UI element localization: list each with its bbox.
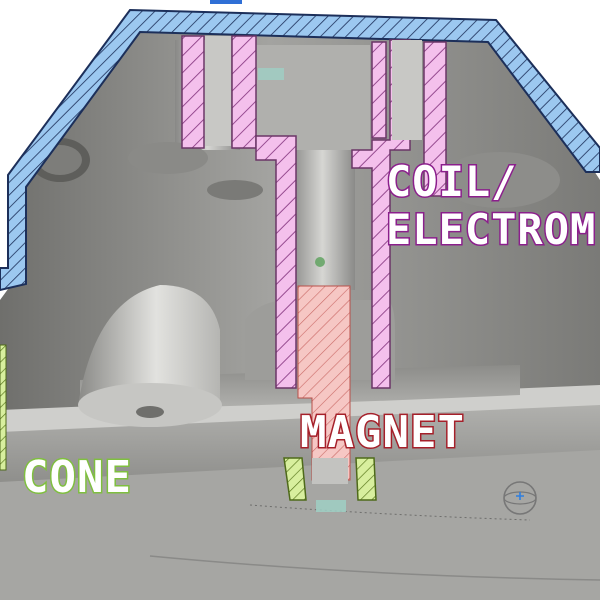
orbit-icon[interactable] — [503, 481, 537, 515]
coil-left-inner — [231, 35, 257, 149]
cylindrical-post — [78, 285, 220, 405]
cone-label: CONE — [21, 451, 133, 505]
right-screw — [392, 40, 422, 140]
magnet-label: MAGNET — [299, 406, 466, 460]
coil-label: COIL/ ELECTROM — [384, 156, 597, 255]
upper-pole — [255, 45, 370, 150]
post-hole — [136, 406, 164, 418]
left-screw — [205, 36, 231, 146]
center-recess — [207, 180, 263, 200]
magnet-seat — [312, 458, 348, 484]
left-boss-base — [128, 142, 208, 174]
center-shaft — [290, 150, 355, 290]
housing-wall-section — [0, 8, 600, 292]
cone-section-edge — [0, 344, 7, 471]
base-edge — [149, 555, 600, 581]
center-point — [315, 257, 325, 267]
sensor-marker-top — [258, 68, 284, 80]
coil-right-inner — [371, 41, 387, 139]
base-plate — [0, 448, 600, 600]
coil-left-outer — [181, 35, 205, 149]
coil-label-line2: ELECTROM — [384, 204, 597, 255]
cone-section-right — [355, 457, 377, 501]
cone-section-left — [283, 457, 307, 501]
base-dashed-edge — [249, 504, 531, 521]
top-marker — [210, 0, 242, 4]
coil-label-line1: COIL/ — [384, 156, 518, 207]
post-base — [78, 383, 222, 427]
coil-right-outer — [423, 41, 447, 197]
coil-winding-left — [255, 135, 297, 389]
right-recess — [440, 152, 560, 208]
sensor-marker-bottom — [316, 500, 346, 512]
